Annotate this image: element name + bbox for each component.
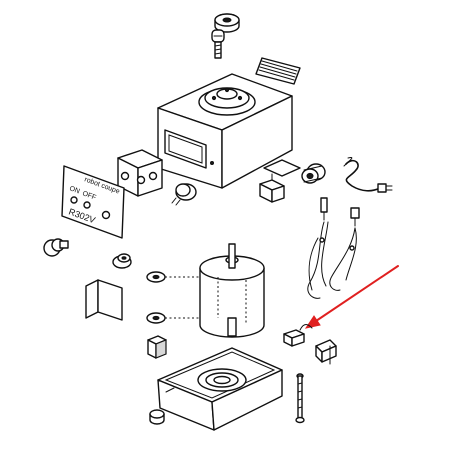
base-tray bbox=[157, 347, 283, 431]
cable-clip bbox=[147, 335, 167, 359]
top-washer bbox=[214, 13, 240, 33]
vent-grille bbox=[255, 57, 301, 85]
label-plate bbox=[263, 159, 301, 177]
push-button bbox=[43, 238, 69, 257]
knob-screw bbox=[211, 29, 225, 59]
control-panel-plate: robot coupe ON OFF R302V bbox=[61, 165, 125, 239]
capacitor-block bbox=[259, 173, 285, 203]
long-bolt bbox=[295, 373, 305, 424]
cable-gland bbox=[301, 163, 326, 184]
wiring-harness bbox=[307, 197, 360, 299]
switch-bracket bbox=[315, 339, 337, 365]
upper-washer bbox=[146, 271, 166, 283]
mounting-bracket bbox=[85, 279, 123, 321]
pointer-arrow bbox=[304, 265, 399, 329]
connector-block bbox=[283, 324, 313, 347]
panel-on-label: ON bbox=[68, 185, 80, 195]
panel-off-label: OFF bbox=[81, 190, 97, 201]
foot-pad bbox=[149, 409, 165, 425]
lower-washer bbox=[146, 312, 166, 324]
arrow-head bbox=[304, 315, 321, 329]
arrow-shaft bbox=[315, 265, 399, 322]
wire-terminal bbox=[320, 197, 328, 213]
motor-housing bbox=[157, 73, 293, 189]
control-knob bbox=[171, 183, 197, 206]
switch-block bbox=[117, 149, 163, 197]
bushing bbox=[112, 253, 132, 269]
motor-cylinder bbox=[199, 243, 265, 338]
wire-terminal bbox=[350, 207, 360, 219]
power-cord bbox=[343, 157, 393, 193]
